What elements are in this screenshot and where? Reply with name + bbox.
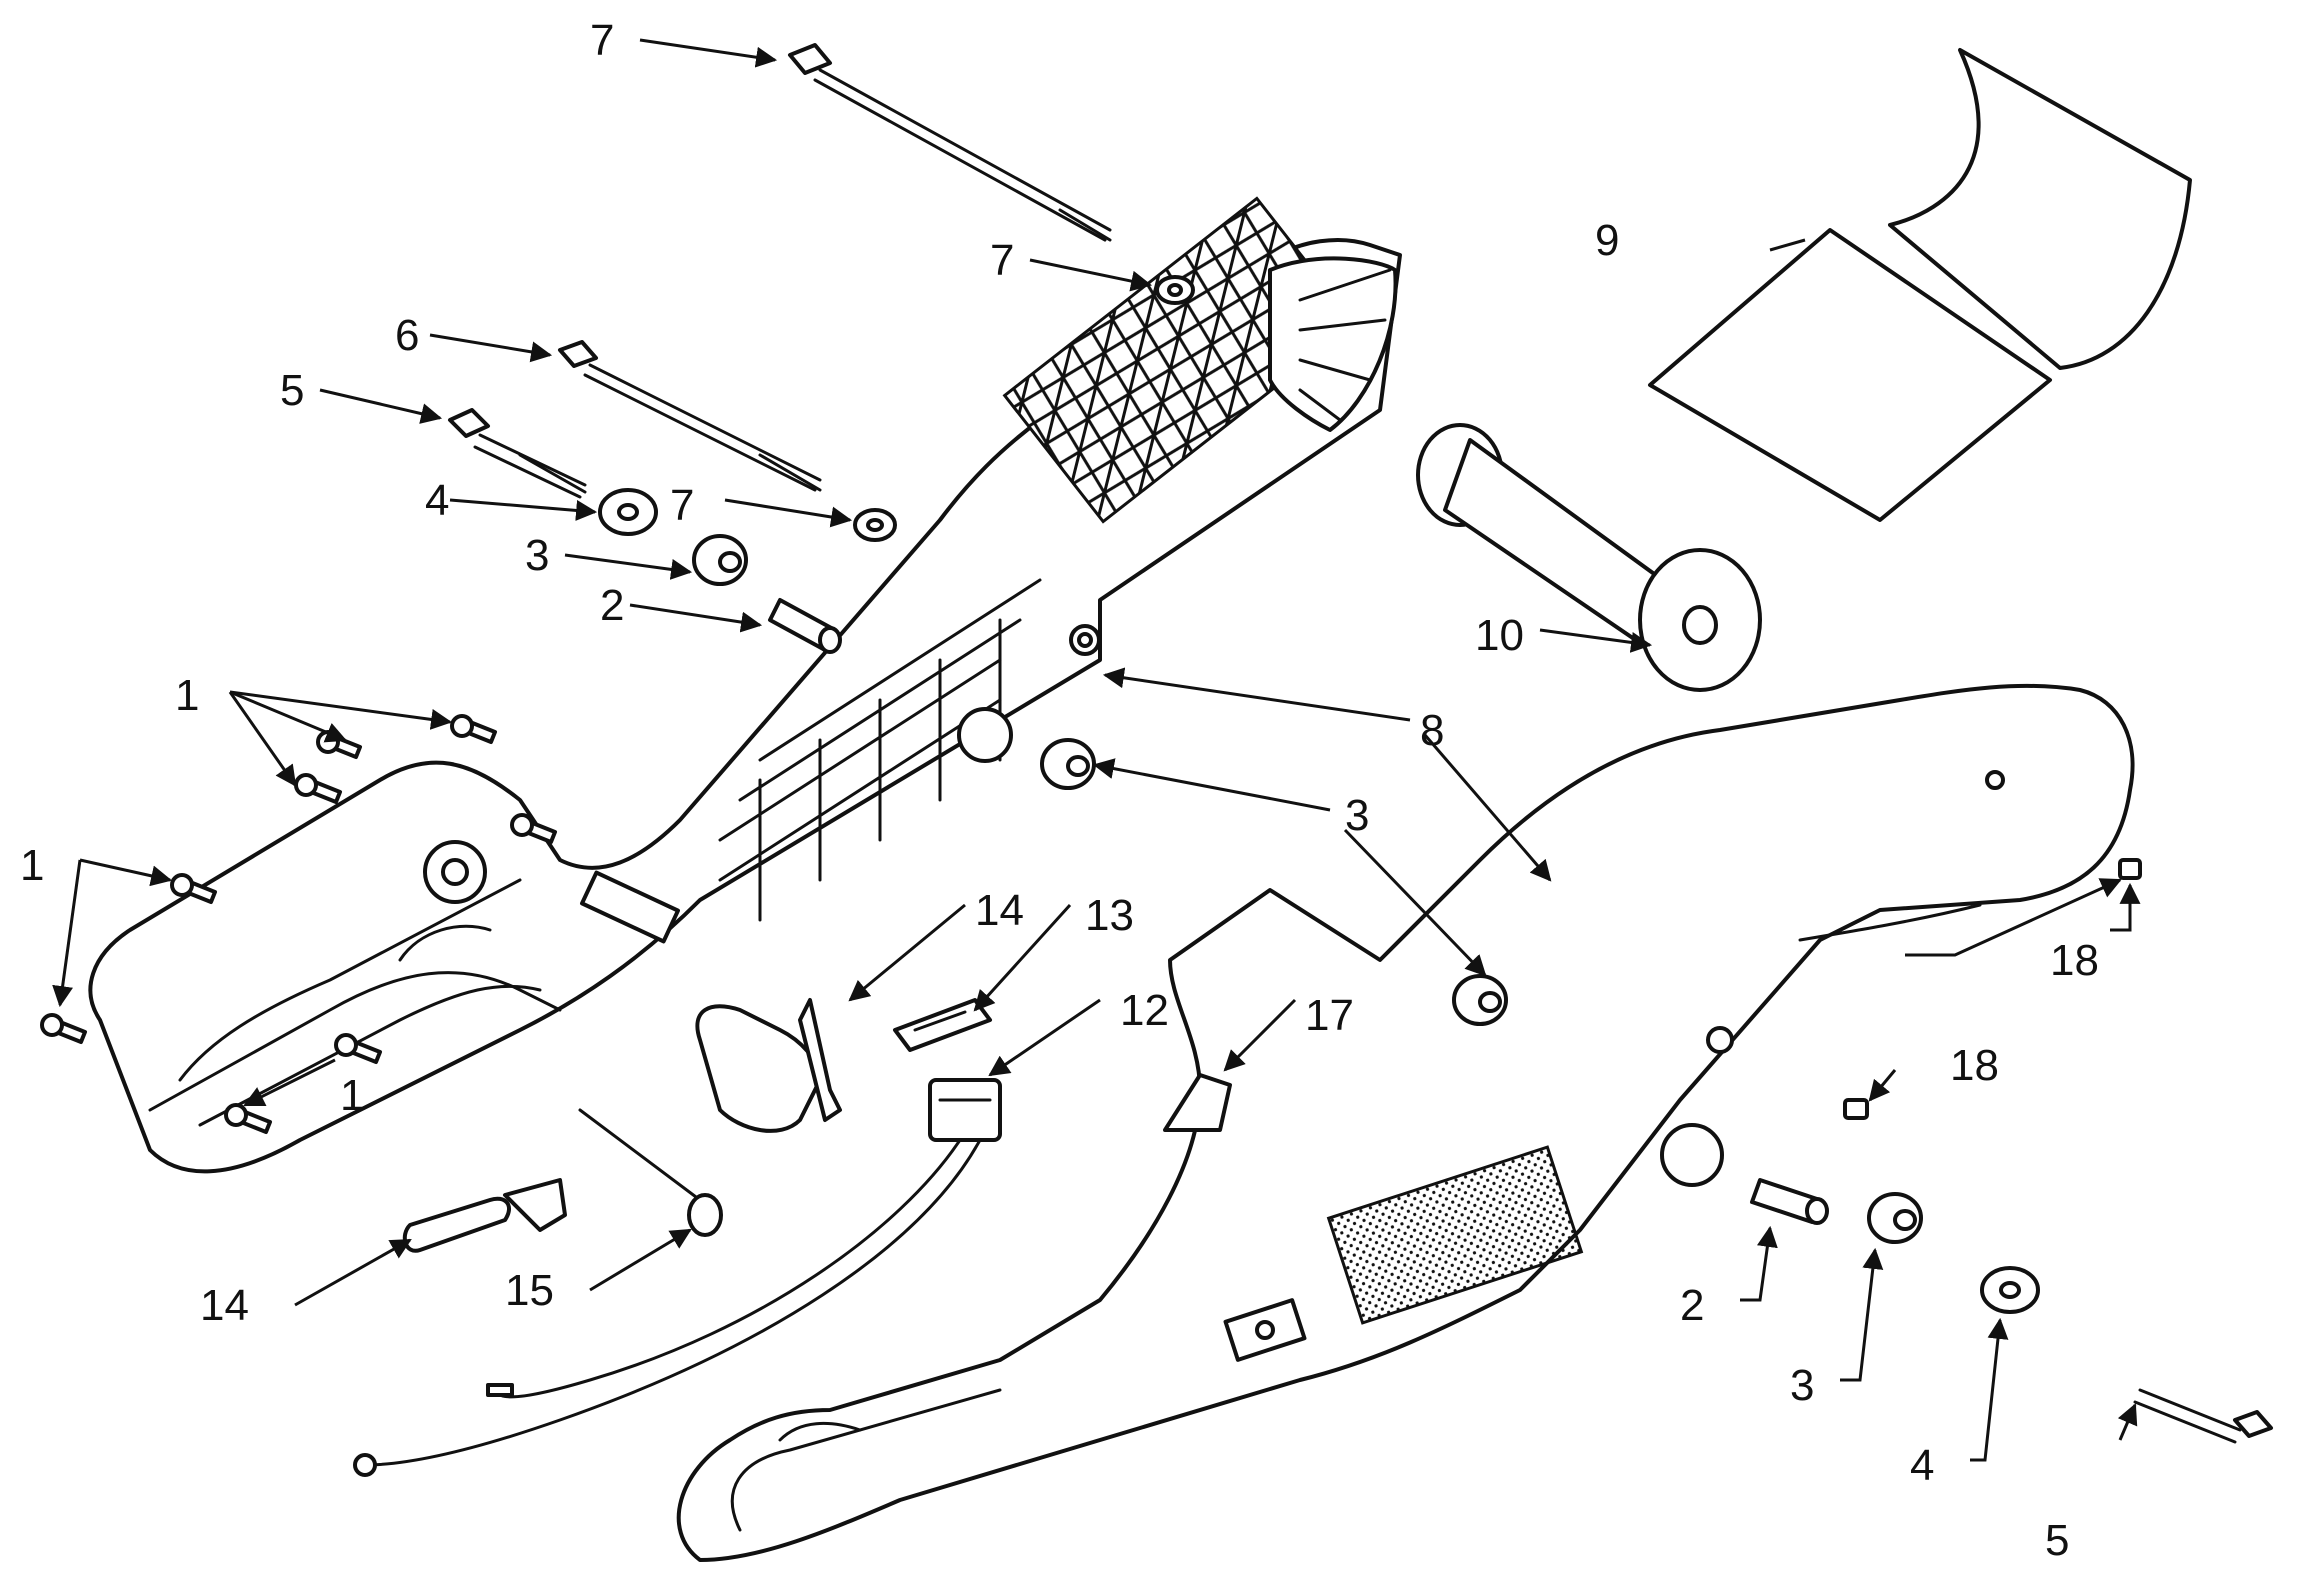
callout-4-bottom: 4 bbox=[1910, 1441, 1934, 1490]
callout-labels: 7 7 6 5 4 7 3 2 1 1 1 9 10 8 3 14 13 12 … bbox=[20, 16, 2099, 1565]
callout-1-left: 1 bbox=[20, 841, 44, 890]
long-bolt-9 bbox=[788, 43, 1112, 242]
left-handle-half bbox=[88, 196, 1402, 1174]
callout-1-lower: 1 bbox=[340, 1071, 364, 1120]
callout-6: 6 bbox=[395, 311, 419, 360]
callout-9: 7 bbox=[590, 16, 614, 65]
callout-5-bottom: 5 bbox=[2045, 1516, 2069, 1565]
callout-15: 15 bbox=[505, 1266, 554, 1315]
callout-14-lower: 14 bbox=[200, 1281, 249, 1330]
strain-relief bbox=[578, 1108, 723, 1237]
short-bolt-5 bbox=[448, 408, 587, 499]
callout-11: 10 bbox=[1475, 611, 1524, 660]
callout-18-upper: 18 bbox=[2050, 936, 2099, 985]
power-cord-wires bbox=[353, 1138, 982, 1477]
right-handle-half bbox=[676, 683, 2135, 1562]
nuts bbox=[1843, 858, 2142, 1120]
long-bolt-6 bbox=[558, 340, 822, 492]
callout-4-top: 4 bbox=[425, 476, 449, 525]
grommets bbox=[692, 534, 1923, 1244]
switch-block bbox=[928, 1078, 1002, 1142]
callout-18-lower: 18 bbox=[1950, 1041, 1999, 1090]
sheet bbox=[1648, 48, 2192, 522]
spool bbox=[1416, 423, 1762, 692]
callout-3-mid: 3 bbox=[1345, 791, 1369, 840]
screws bbox=[40, 714, 557, 1134]
callout-2-bottom: 2 bbox=[1680, 1281, 1704, 1330]
callout-5-top: 5 bbox=[280, 366, 304, 415]
washers bbox=[598, 275, 2040, 1314]
callout-3-top: 3 bbox=[525, 531, 549, 580]
callout-17: 17 bbox=[1305, 991, 1354, 1040]
callout-7-mid: 7 bbox=[670, 481, 694, 530]
switch-plate bbox=[893, 998, 992, 1052]
callout-3-bottom: 3 bbox=[1790, 1361, 1814, 1410]
leader-lines bbox=[52, 38, 2141, 1462]
small-wedge bbox=[1163, 1073, 1232, 1132]
callout-13: 13 bbox=[1085, 891, 1134, 940]
callout-12: 12 bbox=[1120, 986, 1169, 1035]
callout-14-upper: 14 bbox=[975, 886, 1024, 935]
sleeves bbox=[768, 598, 1829, 1225]
lock-lever bbox=[402, 1178, 567, 1253]
callout-2-top: 2 bbox=[600, 581, 624, 630]
callout-7-top: 7 bbox=[990, 236, 1014, 285]
callout-8: 8 bbox=[1420, 706, 1444, 755]
callout-10: 9 bbox=[1595, 216, 1619, 265]
bottom-bolt bbox=[2133, 1388, 2273, 1444]
trigger-handle-piece bbox=[695, 998, 842, 1133]
callout-1-upper: 1 bbox=[175, 671, 199, 720]
